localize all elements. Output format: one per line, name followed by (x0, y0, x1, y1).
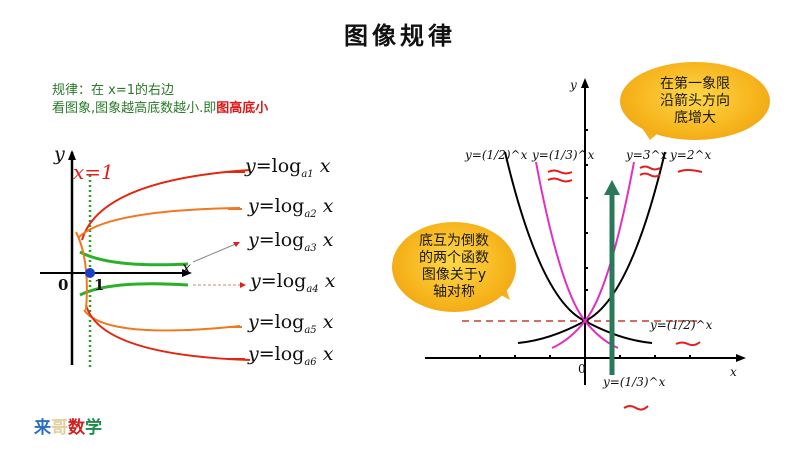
label-third-power-x-bottom: y=(1/3)^x (603, 375, 666, 389)
logo-char: 哥 (51, 418, 68, 438)
log-label-a1: y=loga1 x (245, 155, 331, 180)
page-title: 图像规律 (344, 21, 456, 50)
rule-line-2: 看图象,图象越高底数越小.即图高底小 (52, 97, 268, 116)
logo-char: 学 (85, 418, 102, 438)
left-one-label: 1 (94, 276, 105, 294)
left-y-axis-label: y (54, 143, 65, 165)
log-label-a4: y=loga4 x (250, 270, 336, 295)
log-label-a6: y=loga6 x (248, 343, 334, 368)
logo-char: 来 (34, 418, 51, 438)
logo: 来哥数学 (34, 413, 102, 438)
callout-bubble-top: 在第一象限沿箭头方向底增大 (620, 62, 770, 140)
rule-highlight: 图高底小 (216, 101, 269, 116)
rule-line-1: 规律：在 x=1的右边 (52, 83, 174, 98)
label-half-power-x-right: y=(1/2)^x (650, 318, 713, 332)
right-origin-label: 0 (578, 362, 586, 376)
left-origin-label: 0 (58, 276, 69, 294)
label-three-power-x: y=3^x (626, 148, 668, 162)
label-two-power-x: y=2^x (670, 148, 712, 162)
rule-line-2-text: 看图象,图象越高底数越小.即 (52, 101, 217, 116)
log-label-a5: y=loga5 x (248, 311, 334, 336)
right-x-axis-label: x (730, 365, 737, 379)
log-label-a3: y=loga3 x (248, 229, 334, 254)
label-half-power-x-left: y=(1/2)^x (465, 148, 528, 162)
log-label-a2: y=loga2 x (248, 195, 334, 220)
right-y-axis-label: y (570, 78, 577, 92)
logo-char: 数 (68, 418, 85, 438)
label-third-power-x-left: y=(1/3)^x (532, 148, 595, 162)
x-equals-1-annotation: x=1 (73, 160, 114, 184)
left-x-axis-label: x (182, 258, 192, 277)
